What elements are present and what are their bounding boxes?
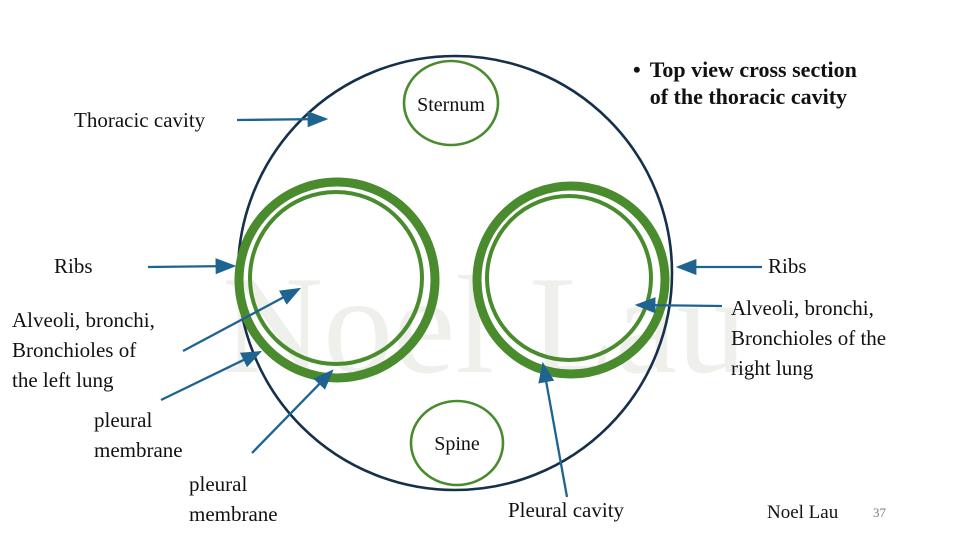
label-sternum: Sternum bbox=[417, 94, 485, 116]
title-text: Top view cross section of the thoracic c… bbox=[649, 57, 857, 109]
spine-circle bbox=[409, 399, 505, 487]
left-lung-inner-ring bbox=[248, 190, 424, 366]
title-bullet: • bbox=[633, 57, 641, 82]
pleural-membrane-lower-arrow bbox=[251, 369, 334, 454]
ribs-left-arrow bbox=[147, 258, 237, 275]
alveoli-right-arrow bbox=[634, 297, 723, 314]
pleural-cavity-arrow bbox=[538, 361, 569, 498]
label-ribs-left: Ribs bbox=[54, 254, 93, 278]
footer-author: Noel Lau bbox=[767, 502, 839, 523]
thoracic-cavity-circle bbox=[236, 54, 674, 492]
label-thoracic-cavity: Thoracic cavity bbox=[74, 108, 206, 132]
slide-title: • Top view cross section of the thoracic… bbox=[633, 57, 857, 111]
label-alveoli-left-lung: Alveoli, bronchi, Bronchioles of the lef… bbox=[12, 308, 155, 392]
label-spine: Spine bbox=[434, 433, 480, 455]
right-lung-inner-ring bbox=[485, 194, 653, 362]
thoracic-cavity-arrow bbox=[236, 111, 329, 128]
left-lung-outer-ring bbox=[234, 177, 440, 383]
label-pleural-membrane-lower: pleural membrane bbox=[189, 472, 278, 526]
pleural-membrane-upper-arrow bbox=[160, 350, 263, 402]
sternum-circle bbox=[402, 59, 500, 147]
right-lung-outer-ring bbox=[472, 181, 670, 379]
page-number: 37 bbox=[873, 505, 886, 520]
alveoli-left-arrow bbox=[182, 287, 302, 353]
label-pleural-membrane-upper: pleural membrane bbox=[94, 408, 183, 462]
label-pleural-cavity: Pleural cavity bbox=[508, 498, 625, 522]
label-ribs-right: Ribs bbox=[768, 254, 807, 278]
label-alveoli-right-lung: Alveoli, bronchi, Bronchioles of the rig… bbox=[731, 296, 887, 380]
